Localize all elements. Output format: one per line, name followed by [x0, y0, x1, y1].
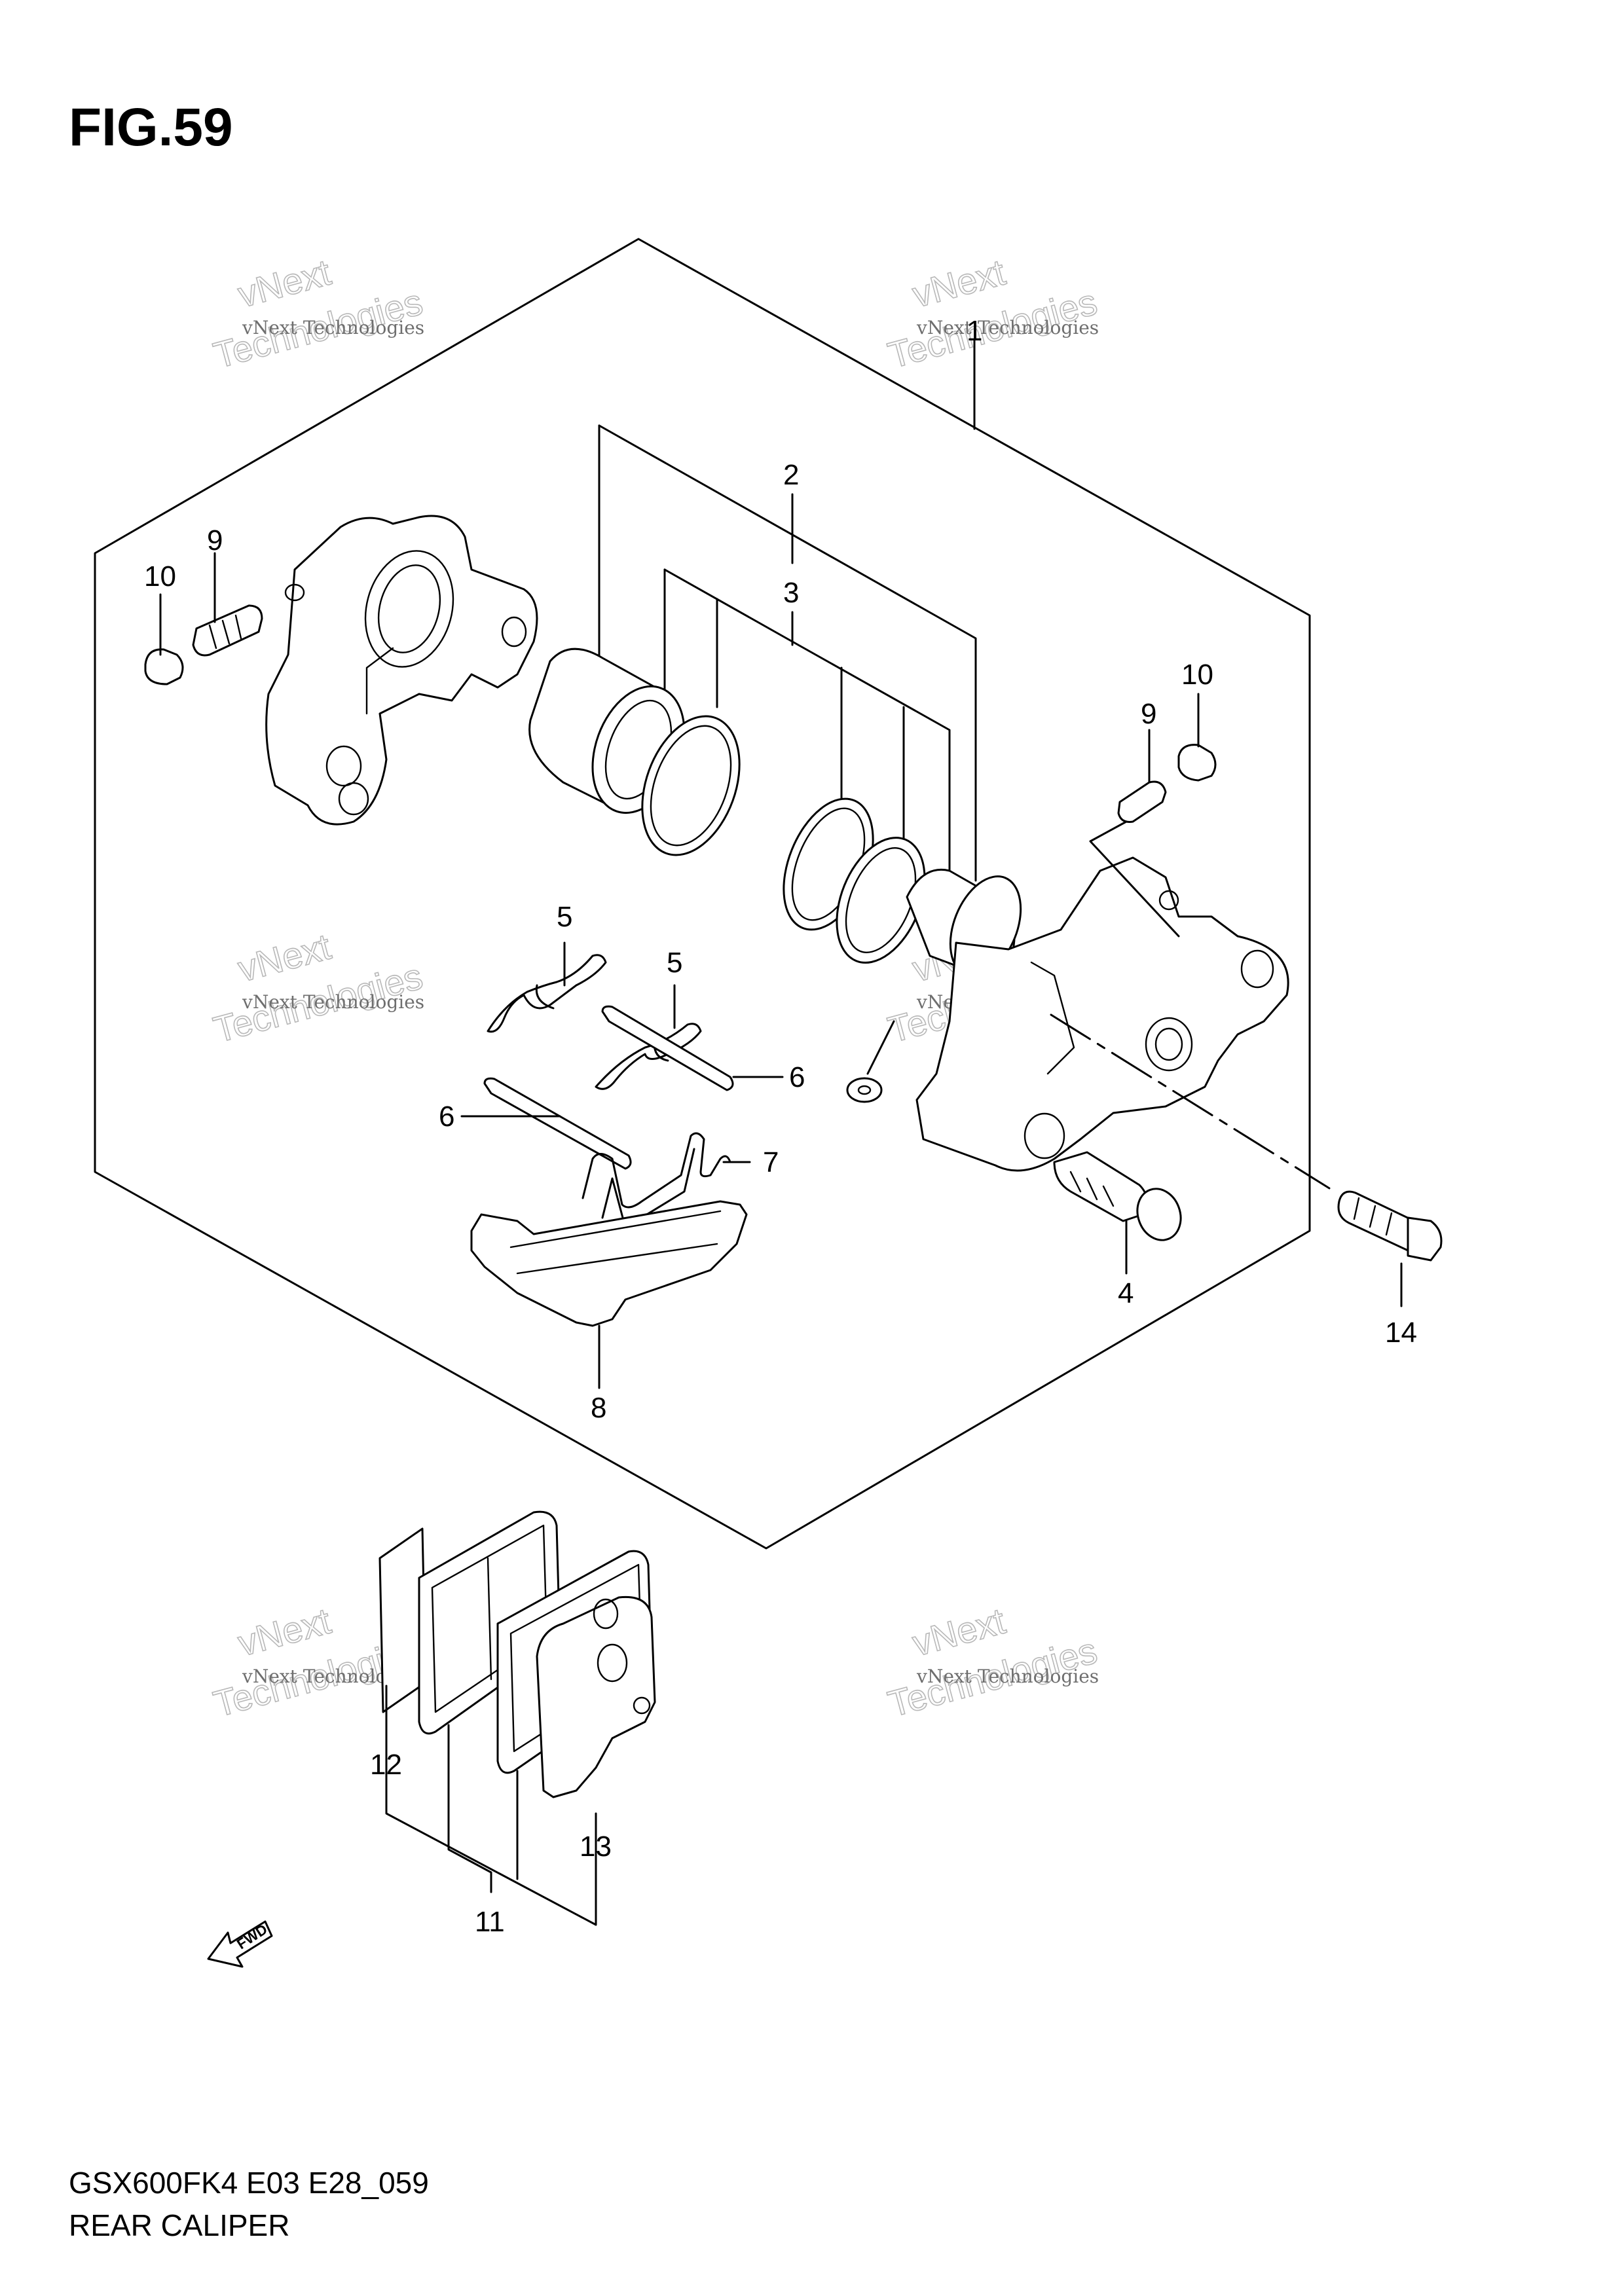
- callout-11: 11: [475, 1906, 505, 1938]
- callout-7: 7: [763, 1146, 779, 1178]
- washer: [846, 1077, 883, 1103]
- pad-pin-upper: [601, 1005, 734, 1091]
- bleeder-cap-right: [1177, 744, 1217, 782]
- bleeder-valve-right: [1117, 780, 1167, 823]
- callout-3: 3: [783, 577, 799, 609]
- pad-shim-plate: [470, 1200, 748, 1327]
- diagram-name: REAR CALIPER: [69, 2208, 289, 2242]
- seal-right-inner: [836, 837, 926, 964]
- caliper-bolt: [1053, 1151, 1182, 1241]
- watermark: vNext Technologies vNext Technologies: [209, 251, 428, 376]
- watermark: vNext Technologies vNext Technologies: [209, 925, 428, 1051]
- brake-pad-back-plate: [536, 1595, 656, 1798]
- watermark: vNext Technologies vNext Technologies: [883, 251, 1102, 376]
- callout-5-upper: 5: [557, 901, 572, 933]
- callout-10-left: 10: [144, 560, 176, 592]
- svg-text:vNext: vNext: [234, 1600, 335, 1664]
- assembly-boundary: [94, 238, 1311, 1550]
- pad-spring-upper: [487, 954, 607, 1033]
- callout-14: 14: [1385, 1317, 1417, 1349]
- callout-13: 13: [580, 1831, 612, 1863]
- watermark: vNext Technologies vNext Technologies: [883, 1599, 1102, 1725]
- callout-4: 4: [1118, 1277, 1134, 1309]
- seal-left: [641, 715, 741, 856]
- callout-2: 2: [783, 459, 799, 491]
- bolt-axis-line: [1050, 1013, 1331, 1190]
- svg-text:vNext: vNext: [908, 251, 1010, 316]
- svg-text:vNext Technologies: vNext Technologies: [242, 317, 424, 338]
- svg-text:vNext Technologies: vNext Technologies: [916, 317, 1099, 338]
- svg-text:vNext Technologies: vNext Technologies: [242, 991, 424, 1013]
- callout-1: 1: [967, 315, 982, 347]
- bleeder-cap-left: [144, 648, 184, 685]
- callout-12: 12: [370, 1749, 402, 1781]
- leader-lines: [159, 339, 1403, 1389]
- pad-pin-lower: [483, 1077, 632, 1170]
- svg-text:vNext: vNext: [234, 926, 335, 990]
- svg-text:vNext Technologies: vNext Technologies: [916, 1666, 1099, 1687]
- callout-6-left: 6: [439, 1101, 454, 1133]
- forward-arrow: FWD: [207, 1920, 273, 1968]
- caliper-body-left: [265, 515, 538, 826]
- mounting-bolt: [1337, 1190, 1443, 1262]
- leader-bleeder-right: [1089, 820, 1180, 938]
- callout-9-right: 9: [1141, 698, 1156, 730]
- piston-seal-bracket: [598, 424, 977, 882]
- callout-10-right: 10: [1181, 659, 1213, 691]
- caliper-body-right: [915, 856, 1289, 1172]
- washer-hole: [857, 1085, 872, 1095]
- piston-left: [528, 647, 686, 814]
- pad-group-bracket: [385, 1685, 597, 1926]
- model-code: GSX600FK4 E03 E28_059: [69, 2166, 429, 2200]
- callout-labels: 1 2 3 4 5 5 6 6 7 8 9 9 10 10 11 12 13 1…: [144, 315, 1417, 1938]
- svg-text:vNext: vNext: [234, 251, 335, 316]
- bleeder-valve-left: [192, 604, 263, 657]
- figure-title: FIG.59: [69, 98, 233, 157]
- callout-6-right: 6: [789, 1061, 805, 1093]
- callout-9-left: 9: [207, 524, 223, 556]
- svg-text:vNext: vNext: [908, 1600, 1010, 1664]
- callout-5-lower: 5: [667, 947, 682, 979]
- leader-washer: [866, 1020, 895, 1075]
- callout-8: 8: [591, 1392, 606, 1424]
